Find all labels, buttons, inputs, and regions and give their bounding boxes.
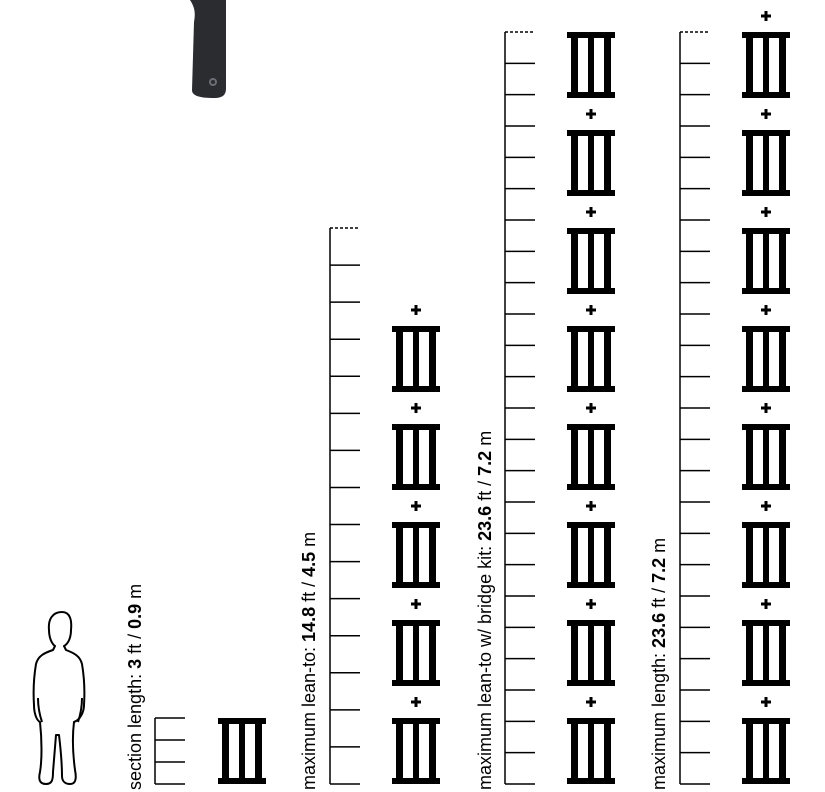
section-length-label: section length: 3 ft / 0.9 m bbox=[126, 584, 144, 790]
section-ft-value: 3 bbox=[125, 659, 145, 669]
plus-sign bbox=[761, 207, 771, 217]
ladder-section bbox=[567, 522, 615, 588]
ladder-section bbox=[567, 326, 615, 392]
bridge-label-prefix: maximum lean-to w/ bridge kit: bbox=[475, 541, 495, 790]
plus-sign bbox=[761, 599, 771, 609]
lean-to-label-prefix: maximum lean-to: bbox=[299, 642, 319, 790]
plus-sign bbox=[411, 403, 421, 413]
plus-sign bbox=[411, 697, 421, 707]
plus-sign bbox=[411, 305, 421, 315]
bridge-ft-value: 23.6 bbox=[475, 506, 495, 541]
bridge-kit-label: maximum lean-to w/ bridge kit: 23.6 ft /… bbox=[476, 431, 494, 790]
max-label-prefix: maximum length: bbox=[649, 648, 669, 790]
max-ft-unit: ft / bbox=[649, 583, 669, 613]
ladder-section bbox=[567, 130, 615, 196]
plus-sign bbox=[586, 697, 596, 707]
ladder-section bbox=[567, 228, 615, 294]
plus-sign bbox=[586, 501, 596, 511]
plus-sign bbox=[586, 207, 596, 217]
bridge-ladder-stack bbox=[567, 32, 615, 784]
ladder-section bbox=[742, 32, 790, 98]
plus-sign bbox=[411, 599, 421, 609]
section-m-unit: m bbox=[125, 584, 145, 604]
max-ladder-stack bbox=[742, 11, 790, 784]
ladder-section bbox=[392, 620, 440, 686]
plus-sign bbox=[761, 697, 771, 707]
plus-sign bbox=[761, 305, 771, 315]
ladder-section bbox=[742, 522, 790, 588]
plus-sign bbox=[761, 501, 771, 511]
lean-to-ft-value: 14.8 bbox=[299, 607, 319, 642]
ladder-section bbox=[392, 424, 440, 490]
plus-sign bbox=[761, 109, 771, 119]
plus-sign bbox=[586, 599, 596, 609]
plus-sign bbox=[761, 403, 771, 413]
lean-to-m-value: 4.5 bbox=[299, 552, 319, 577]
lean-to-m-unit: m bbox=[299, 532, 319, 552]
bridge-m-unit: m bbox=[475, 431, 495, 451]
ladder-section bbox=[392, 718, 440, 784]
ladder-section bbox=[742, 228, 790, 294]
ladder-hook-icon bbox=[172, 0, 226, 98]
section-label-prefix: section length: bbox=[125, 669, 145, 790]
section-ft-unit: ft / bbox=[125, 629, 145, 659]
bridge-m-value: 7.2 bbox=[475, 451, 495, 476]
max-length-label: maximum length: 23.6 ft / 7.2 m bbox=[650, 538, 668, 790]
ladder-section bbox=[567, 32, 615, 98]
ladder-section bbox=[567, 718, 615, 784]
person-silhouette-icon bbox=[34, 612, 85, 784]
section-ladder-stack bbox=[218, 718, 266, 784]
ladder-section bbox=[742, 620, 790, 686]
ladder-section bbox=[218, 718, 266, 784]
max-ft-value: 23.6 bbox=[649, 613, 669, 648]
lean_to-ladder-stack bbox=[392, 305, 440, 784]
ladder-section bbox=[392, 522, 440, 588]
bridge-height-scale bbox=[505, 32, 535, 784]
section-height-scale bbox=[155, 718, 185, 784]
ladder-section bbox=[392, 326, 440, 392]
max-height-scale bbox=[680, 32, 710, 784]
plus-sign bbox=[586, 305, 596, 315]
ladder-section bbox=[742, 326, 790, 392]
plus-sign bbox=[761, 11, 771, 21]
ladder-section bbox=[567, 424, 615, 490]
ladder-section bbox=[742, 424, 790, 490]
plus-sign bbox=[586, 109, 596, 119]
bridge-ft-unit: ft / bbox=[475, 476, 495, 506]
lean-to-ft-unit: ft / bbox=[299, 577, 319, 607]
ladder-section bbox=[567, 620, 615, 686]
section-m-value: 0.9 bbox=[125, 604, 145, 629]
max-m-value: 7.2 bbox=[649, 558, 669, 583]
max-lean-to-label: maximum lean-to: 14.8 ft / 4.5 m bbox=[300, 532, 318, 790]
max-m-unit: m bbox=[649, 538, 669, 558]
lean_to-height-scale bbox=[330, 228, 360, 784]
ladder-section bbox=[742, 718, 790, 784]
plus-sign bbox=[586, 403, 596, 413]
ladder-section bbox=[742, 130, 790, 196]
plus-sign bbox=[411, 501, 421, 511]
